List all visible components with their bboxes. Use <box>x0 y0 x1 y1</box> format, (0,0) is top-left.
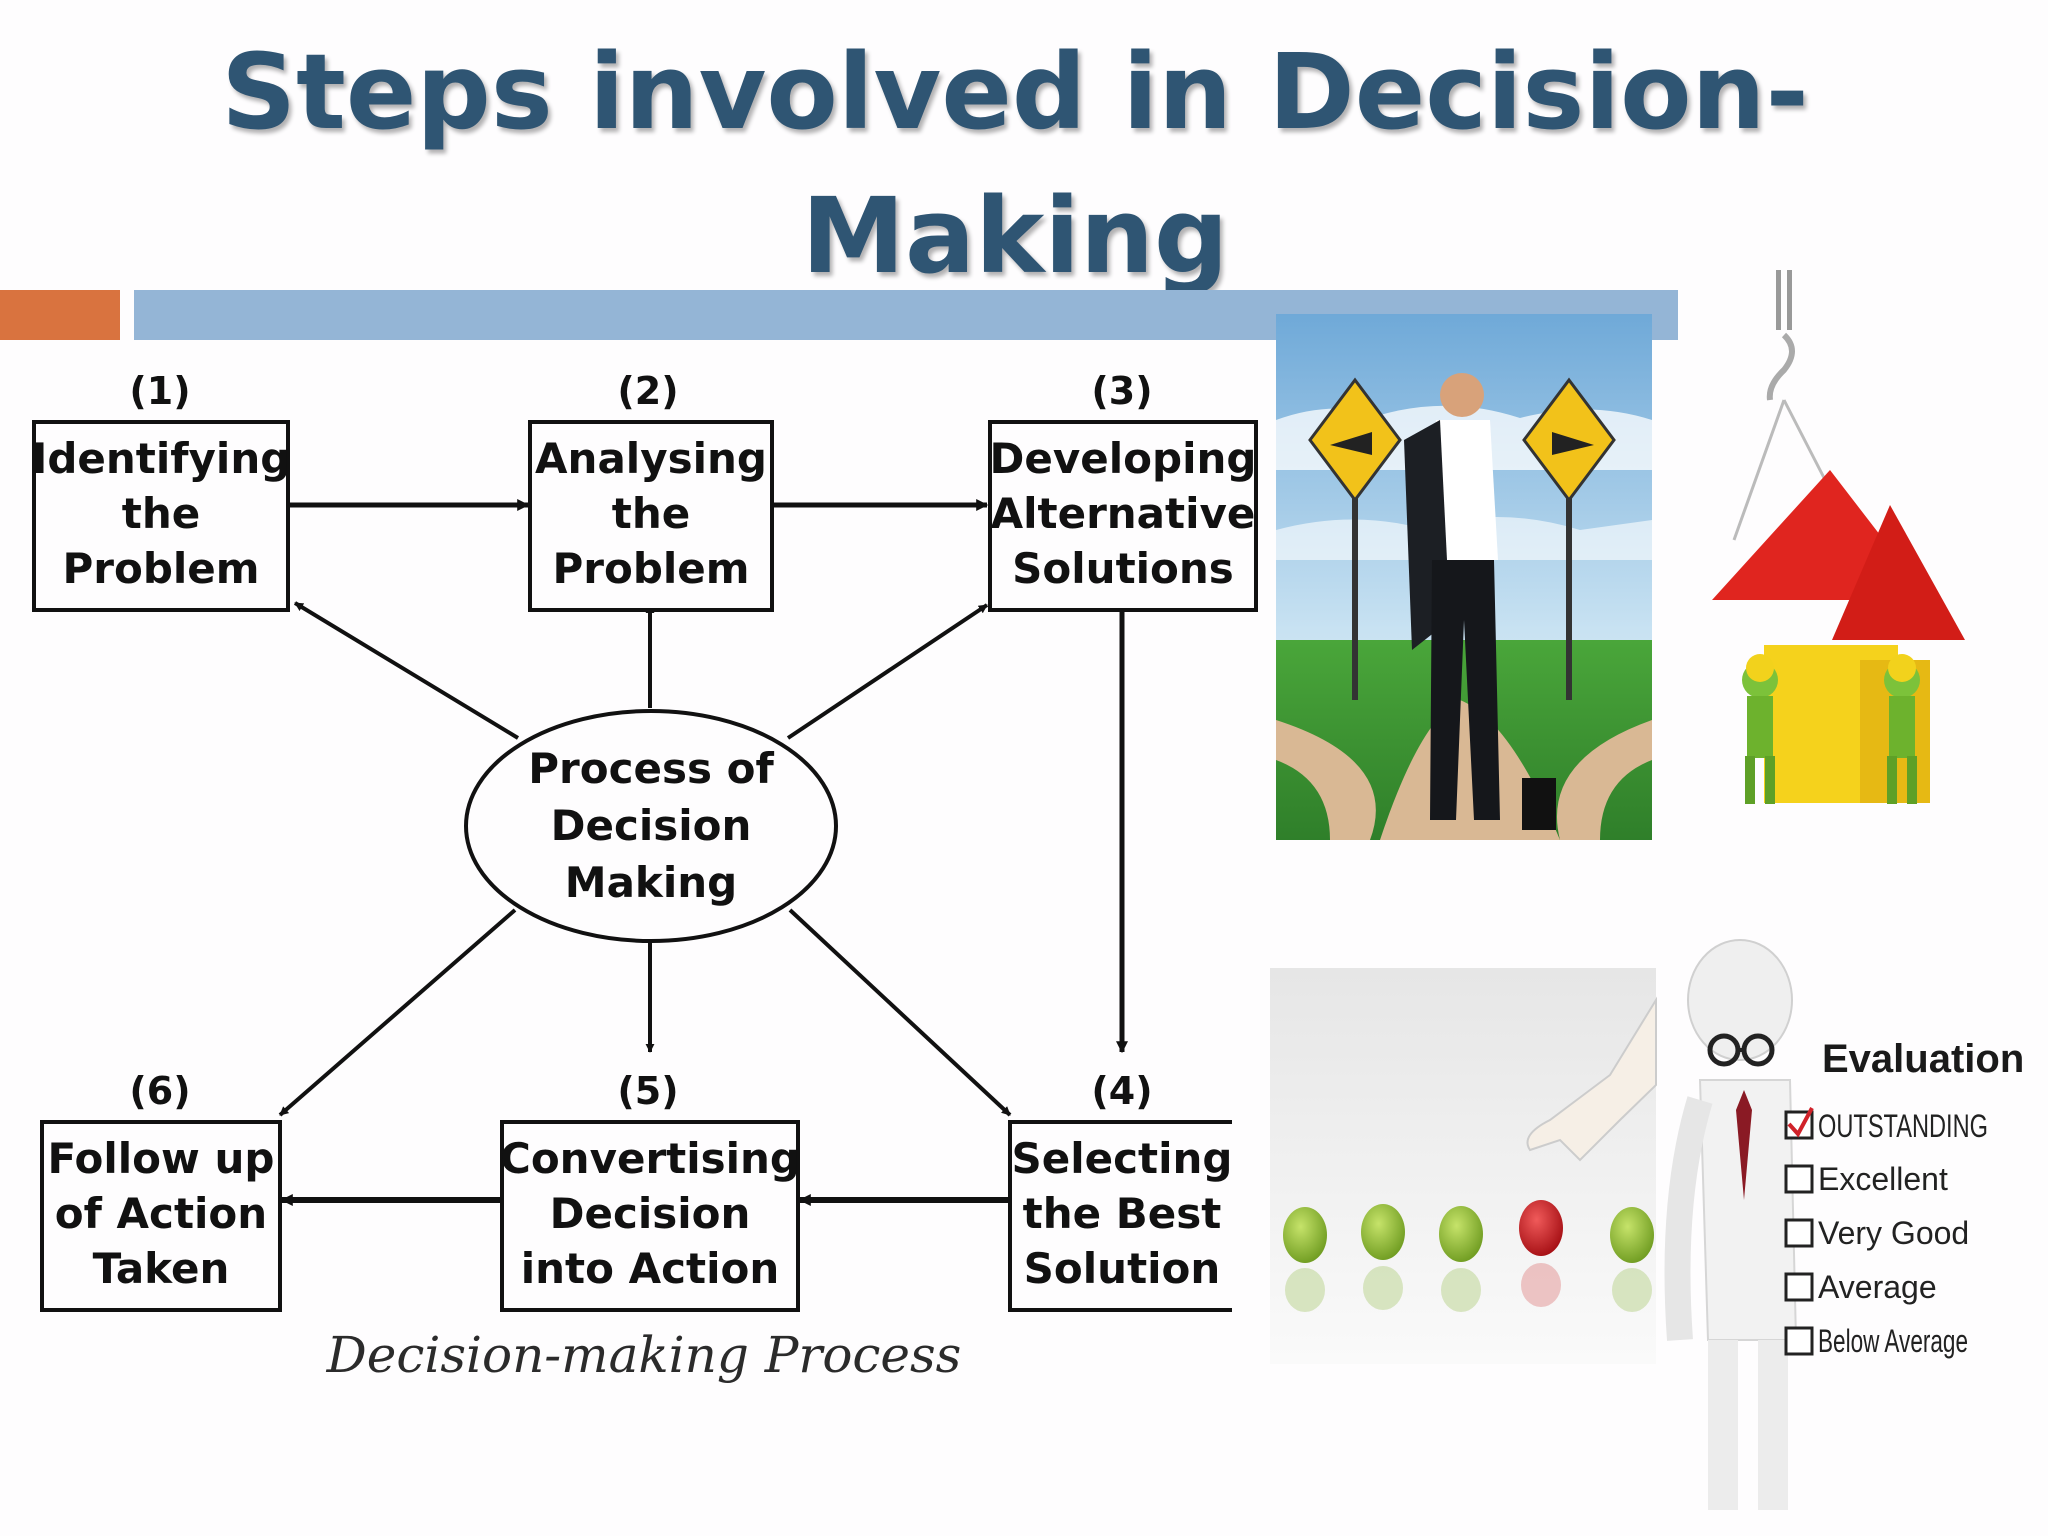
checkbox-very-good <box>1786 1220 1812 1246</box>
step-5-box: (5) Convertising Decision into Action <box>500 1069 800 1310</box>
checkbox-below-average <box>1786 1328 1812 1354</box>
step-6-line-2: of Action <box>55 1189 267 1238</box>
step-6-box: (6) Follow up of Action Taken <box>42 1069 280 1310</box>
option-very-good: Very Good <box>1818 1215 1969 1251</box>
arrow-center-to-3 <box>788 605 987 738</box>
apples-image <box>1270 968 1656 1364</box>
step-4-number: (4) <box>1091 1069 1152 1113</box>
step-3-line-1: Developing <box>990 434 1257 483</box>
center-line-2: Decision <box>551 801 752 850</box>
step-2-number: (2) <box>617 369 678 413</box>
step-3-line-2: Alternative <box>991 489 1256 538</box>
crossroads-image <box>1276 314 1652 840</box>
option-average: Average <box>1818 1269 1937 1305</box>
step-3-number: (3) <box>1091 369 1152 413</box>
checkbox-average <box>1786 1274 1812 1300</box>
step-3-line-3: Solutions <box>1012 544 1234 593</box>
step-4-box: (4) Selecting the Best Solution <box>1010 1069 1232 1310</box>
center-line-1: Process of <box>528 744 774 793</box>
arrow-center-to-6 <box>280 910 515 1115</box>
option-excellent: Excellent <box>1818 1161 1948 1197</box>
arrow-center-to-4 <box>790 910 1010 1115</box>
evaluation-image: Evaluation OUTSTANDING Excellent Very Go… <box>1678 940 2025 1510</box>
step-2-line-1: Analysing <box>535 434 767 483</box>
step-1-box: (1) Identifying the Problem <box>32 369 291 610</box>
arrow-center-to-1 <box>295 603 518 738</box>
step-5-line-1: Convertising <box>500 1134 800 1183</box>
step-4-line-1: Selecting <box>1012 1134 1233 1183</box>
step-6-line-3: Taken <box>93 1244 230 1293</box>
step-5-line-3: into Action <box>521 1244 779 1293</box>
step-5-number: (5) <box>617 1069 678 1113</box>
step-6-number: (6) <box>129 1069 190 1113</box>
step-4-line-3: Solution <box>1024 1244 1221 1293</box>
step-5-line-2: Decision <box>550 1189 751 1238</box>
step-1-number: (1) <box>129 369 190 413</box>
step-2-line-2: the <box>612 489 690 538</box>
step-1-line-1: Identifying <box>32 434 291 483</box>
option-outstanding: OUTSTANDING <box>1818 1108 1988 1144</box>
evaluation-heading: Evaluation <box>1822 1037 2024 1081</box>
step-1-line-2: the <box>122 489 200 538</box>
checkbox-excellent <box>1786 1166 1812 1192</box>
step-6-line-1: Follow up <box>48 1134 275 1183</box>
center-line-3: Making <box>565 858 737 907</box>
option-below-average: Below Average <box>1818 1323 1968 1359</box>
step-1-line-3: Problem <box>62 544 259 593</box>
step-2-line-3: Problem <box>552 544 749 593</box>
center-node: Process of Decision Making <box>466 711 836 941</box>
decision-process-diagram: Process of Decision Making (1) Identifyi… <box>32 369 1257 1384</box>
step-2-box: (2) Analysing the Problem <box>530 369 772 610</box>
step-3-box: (3) Developing Alternative Solutions <box>990 369 1257 610</box>
diagram-caption: Decision-making Process <box>326 1326 962 1384</box>
puzzle-image <box>1712 270 1965 804</box>
step-4-line-2: the Best <box>1023 1189 1222 1238</box>
